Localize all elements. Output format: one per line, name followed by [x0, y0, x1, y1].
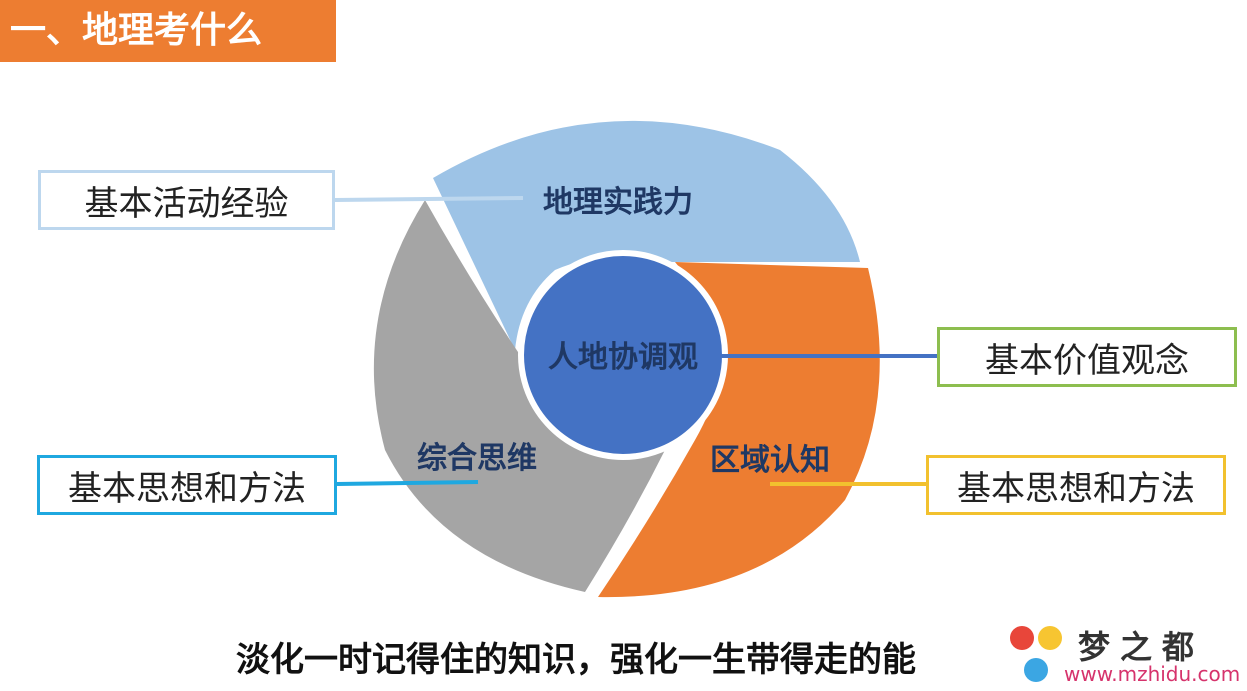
page-title: 一、地理考什么	[0, 0, 336, 62]
label-practice: 地理实践力	[543, 185, 693, 220]
segment-practice	[433, 120, 860, 350]
callout-values: 基本价值观念	[937, 327, 1237, 387]
callout-method-left: 基本思想和方法	[37, 455, 337, 515]
logo-face-yellow-icon	[1038, 626, 1062, 650]
bottom-slogan: 淡化一时记得住的知识，强化一生带得走的能	[236, 640, 916, 680]
callout-activity: 基本活动经验	[38, 170, 335, 230]
logo-name: 梦之都	[1078, 628, 1205, 666]
label-synthesis: 综合思维	[417, 441, 537, 476]
logo-face-blue-icon	[1024, 658, 1048, 682]
label-center: 人地协调观	[548, 340, 698, 375]
callout-method-right: 基本思想和方法	[926, 455, 1226, 515]
logo: 梦之都 www.mzhidu.com	[1008, 622, 1244, 688]
segment-region	[598, 262, 880, 598]
segment-synthesis	[373, 200, 665, 592]
label-region: 区域认知	[710, 443, 830, 478]
connector-activity	[334, 196, 524, 202]
connector-method-left	[336, 480, 479, 486]
logo-url: www.mzhidu.com	[1064, 662, 1241, 686]
logo-face-red-icon	[1010, 626, 1034, 650]
